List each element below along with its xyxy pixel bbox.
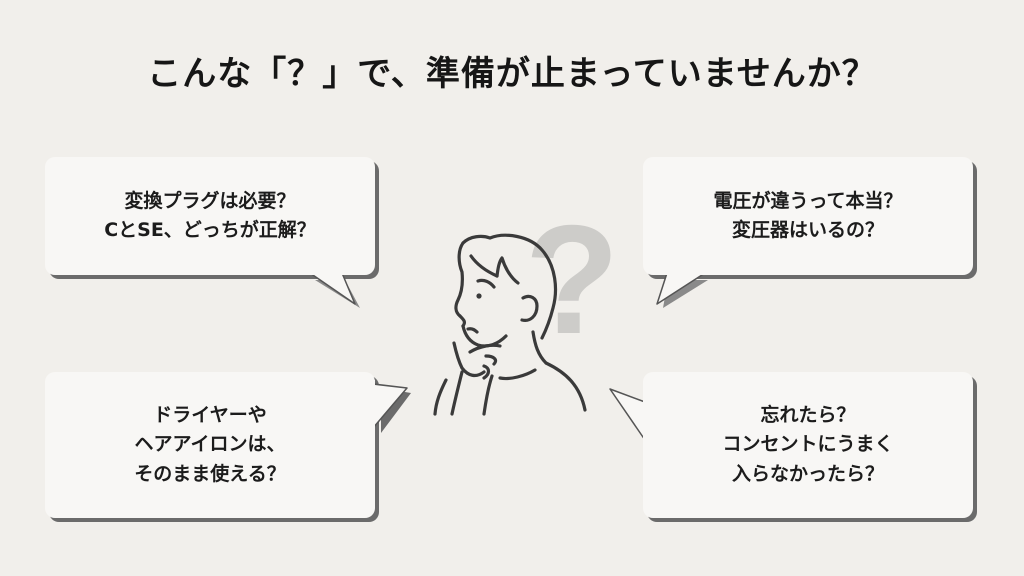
bubble-text-line: ヘアアイロンは、 — [134, 433, 286, 456]
svg-text:?: ? — [525, 193, 620, 366]
bubble-text-line: コンセントにうまく — [722, 433, 894, 456]
bubble-text-line: そのまま使える？ — [134, 462, 286, 485]
speech-bubble-voltage: 電圧が違うって本当？ 変圧器はいるの？ — [643, 157, 973, 275]
bubble-text-line: 変換プラグは必要？ — [124, 189, 296, 212]
speech-bubble-plug-adapter: 変換プラグは必要？ CとSE、どっちが正解？ — [45, 157, 375, 275]
bubble-text-line: 入らなかったら？ — [731, 462, 884, 485]
speech-bubble-hair-appliances: ドライヤーや ヘアアイロンは、 そのまま使える？ — [45, 372, 375, 518]
person-icon — [433, 233, 587, 416]
bubble-text-line: 忘れたら？ — [760, 403, 856, 426]
bubble-text-line: ドライヤーや — [153, 403, 267, 426]
bubble-text-line: 電圧が違うって本当？ — [713, 189, 903, 212]
speech-bubble-forgot-outlet: 忘れたら？ コンセントにうまく 入らなかったら？ — [643, 372, 973, 518]
question-mark-icon: ? — [525, 193, 620, 366]
bubble-text-line: 変圧器はいるの？ — [731, 219, 884, 241]
page-title: こんな「？」で、準備が止まっていませんか？ — [147, 54, 877, 94]
bubble-text-line: CとSE、どっちが正解？ — [104, 219, 316, 241]
